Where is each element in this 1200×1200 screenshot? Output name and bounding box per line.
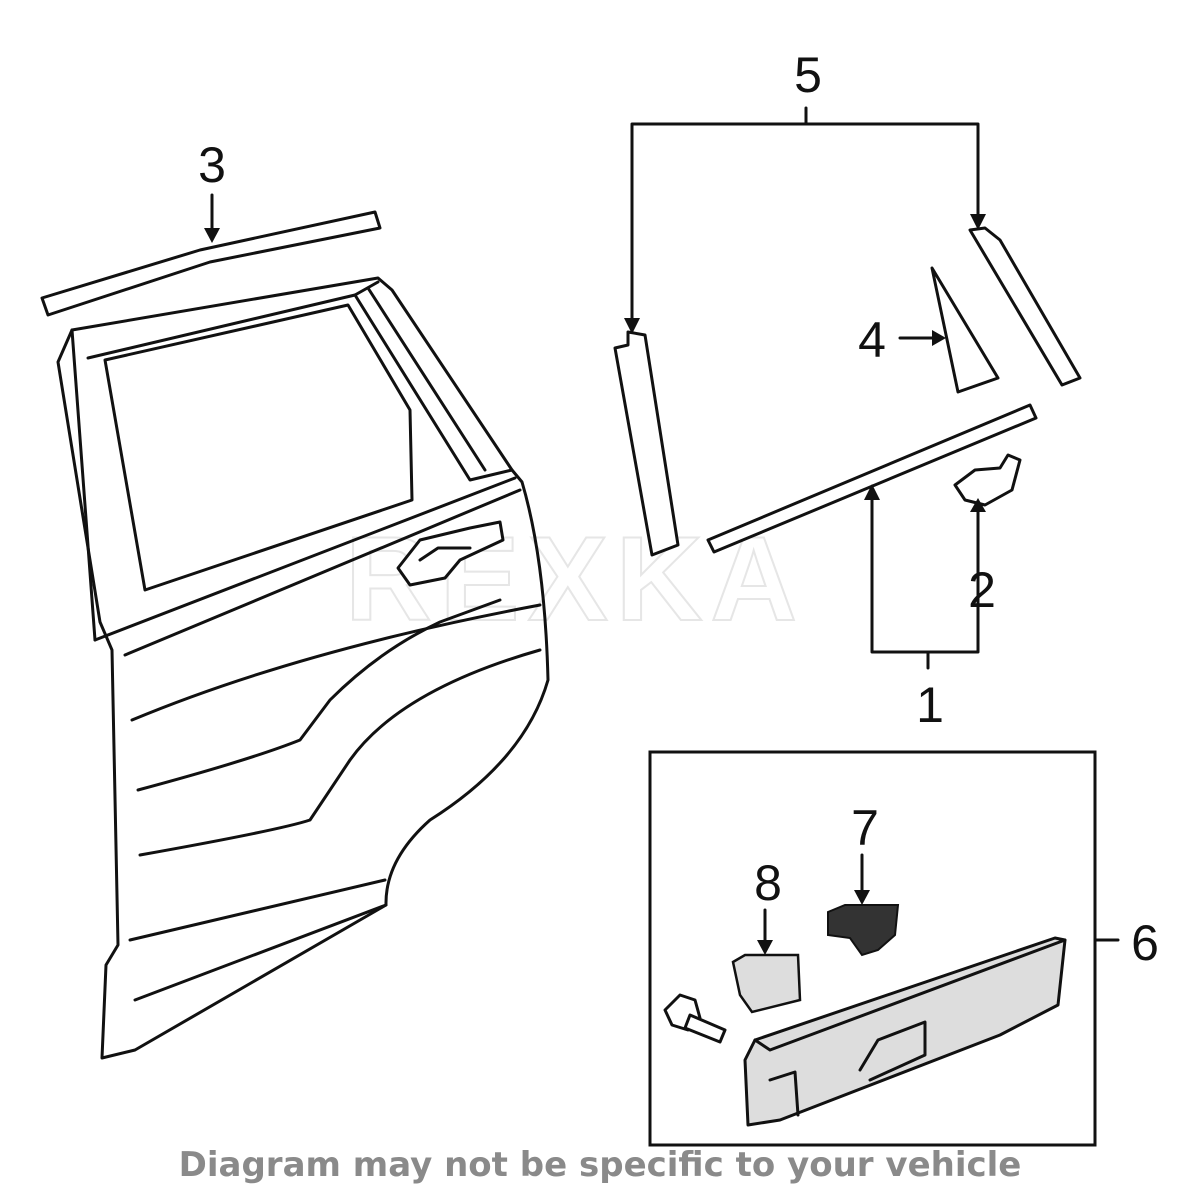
callout-6: 6 [1131, 915, 1159, 971]
door-lower-molding [743, 936, 1067, 1127]
part-8-fastener [731, 953, 802, 1014]
part-5-front-pillar-molding [613, 330, 680, 557]
part-2-clip [953, 453, 1022, 507]
disclaimer-caption: Diagram may not be specific to your vehi… [178, 1145, 1022, 1185]
rear-door [56, 276, 550, 1060]
callout-5: 5 [794, 47, 822, 103]
callout-3: 3 [198, 137, 226, 193]
part-5-rear-pillar-molding [968, 226, 1082, 387]
callout-4: 4 [858, 312, 886, 368]
bolt [663, 993, 727, 1044]
callout-8: 8 [754, 855, 782, 911]
part-4-triangle-garnish [930, 266, 1000, 394]
callout-2: 2 [968, 562, 996, 618]
part-3-molding [40, 210, 382, 317]
part-1-belt-molding [706, 403, 1038, 554]
part-7-clip [827, 904, 900, 957]
callout-7: 7 [851, 800, 879, 856]
callout-1: 1 [916, 677, 944, 733]
inset-box [648, 750, 1097, 1147]
